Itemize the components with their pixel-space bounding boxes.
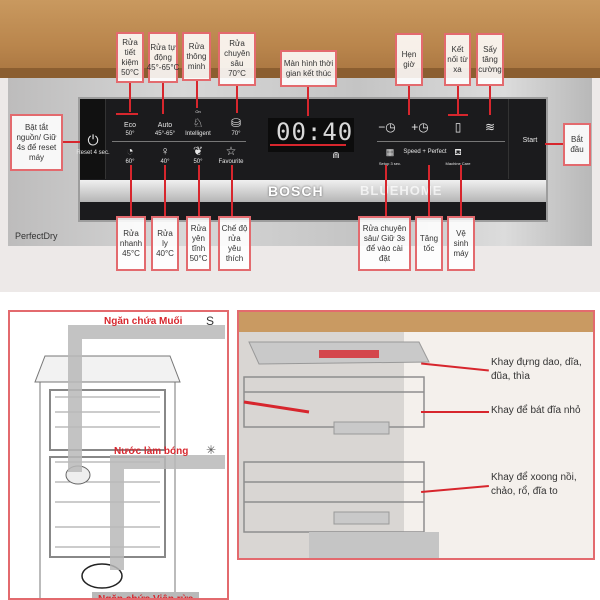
extra-dry-icon[interactable]: ≋ — [484, 120, 496, 134]
glass-icon[interactable]: ♀ — [160, 144, 170, 158]
program-eco[interactable]: Eco — [123, 122, 137, 129]
callout-speed: Tăng tốc — [415, 216, 443, 271]
remote-icon[interactable]: ▯ — [454, 120, 462, 134]
perfectdry-label: PerfectDry — [15, 231, 58, 241]
bosch-logo: BOSCH — [268, 183, 324, 199]
callout-intelligent: Rửa thông minh — [182, 32, 211, 81]
callout-line — [457, 85, 459, 115]
program-intensive: 70° — [231, 131, 241, 137]
watermark: BLUEHOME — [360, 183, 443, 198]
callout-line — [196, 80, 198, 108]
racks-photo: Khay đựng dao, dĩa, đũa, thìa Khay để bá… — [237, 310, 595, 560]
salt-icon: S — [206, 314, 215, 328]
countertop — [239, 312, 593, 332]
display-time: 00:40 — [276, 118, 354, 146]
start-button[interactable]: Start — [522, 137, 538, 144]
divider — [377, 141, 505, 142]
pot-icon[interactable]: ⛁ — [230, 116, 242, 130]
callout-line — [198, 165, 200, 217]
speed-perfect-button[interactable]: Speed + Perfect — [403, 149, 447, 155]
rack-middle-label: Khay để bát đĩa nhỏ — [491, 405, 581, 416]
display-underline — [270, 144, 346, 146]
tablet-label: Ngăn chứa Viên rửa — [92, 592, 200, 598]
salt-label: Ngăn chứa Muối — [104, 316, 183, 327]
program-favourite: Favourite — [218, 159, 244, 165]
timer-plus-button[interactable]: +◷ — [411, 120, 429, 134]
quick-icon[interactable]: ◔ — [126, 144, 134, 158]
power-label: Reset 4 sec. — [76, 150, 110, 156]
callout-line — [231, 165, 233, 217]
dishwasher-drawing — [34, 325, 225, 598]
remote-indicator — [448, 114, 468, 116]
callout-silence: Rửa yên tĩnh 50°C — [186, 216, 211, 271]
callout-remote: Kết nối từ xa — [444, 33, 471, 86]
star-icon[interactable]: ☆ — [225, 144, 237, 158]
callout-line — [130, 165, 132, 217]
callout-line — [162, 82, 164, 114]
program-auto-temp: 45°-65° — [154, 131, 176, 137]
divider — [112, 141, 246, 142]
program-auto[interactable]: Auto — [157, 122, 173, 129]
callout-dry: Sấy tăng cường — [476, 33, 504, 86]
rinse-aid-icon: ✳ — [206, 443, 217, 457]
intelligent-on: On — [195, 109, 201, 114]
time-display — [268, 118, 354, 152]
dishwasher-diagram: Ngăn chứa Muối S Nước làm bóng ✳ Ngăn ch… — [8, 310, 229, 600]
callout-line — [129, 82, 131, 112]
callout-line — [460, 165, 462, 217]
timer-minus-button[interactable]: −◷ — [378, 120, 396, 134]
callout-quick: Rửa nhanh 45°C — [116, 216, 146, 271]
callout-line — [428, 165, 430, 217]
machine-care-icon: ⛾ — [454, 147, 462, 157]
setup-button[interactable]: Setup 3 sec. — [378, 161, 402, 166]
callout-line — [164, 165, 166, 217]
power-section — [80, 99, 106, 179]
cabinet — [399, 332, 593, 558]
setup-icon: ▦ — [385, 147, 395, 157]
callout-line — [408, 85, 410, 115]
rack-bottom-label: Khay để xoong nồi, chảo, rổ, đĩa to — [491, 472, 577, 497]
program-intelligent: Intelligent — [185, 131, 211, 137]
callout-line — [385, 165, 387, 217]
callout-care: Vệ sinh máy — [447, 216, 475, 271]
power-icon[interactable]: ⏻ — [87, 132, 99, 148]
callout-power: Bật tắt nguồn/ Giữ 4s để reset máy — [10, 114, 63, 171]
callout-timer: Hẹn giờ — [395, 33, 423, 86]
callout-line — [236, 85, 238, 113]
callout-setup: Rửa chuyên sâu/ Giữ 3s để vào cài đặt — [358, 216, 411, 271]
callout-intensive: Rửa chuyên sâu 70°C — [218, 32, 256, 86]
program-silence: 50° — [193, 159, 203, 165]
machine-care-button[interactable]: Machine Care — [445, 161, 471, 166]
callout-line — [307, 86, 309, 116]
program-eco-temp: 50° — [125, 131, 135, 137]
wifi-icon: ⋒ — [332, 150, 340, 160]
callout-line — [545, 143, 564, 145]
rinse-aid-label: Nước làm bóng — [114, 446, 189, 457]
callout-auto: Rửa tự động 45°-65°C — [147, 32, 179, 83]
eco-indicator — [116, 113, 138, 115]
divider — [508, 99, 509, 179]
rack-top-label: Khay đựng dao, dĩa, đũa, thìa — [491, 357, 582, 382]
callout-display: Màn hình thời gian kết thúc — [280, 50, 337, 87]
program-glass: 40° — [160, 159, 170, 165]
program-quick: 60° — [125, 159, 135, 165]
silence-icon[interactable]: ❦ — [192, 144, 204, 158]
callout-favourite: Chế độ rửa yêu thích — [218, 216, 251, 271]
control-panel-photo: ⏻ Reset 4 sec. Eco 50° Auto 45°-65° On ♘… — [0, 0, 600, 292]
intelligent-icon[interactable]: ♘ — [192, 116, 204, 130]
callout-start: Bắt đầu — [563, 123, 591, 166]
callout-glass: Rửa ly 40°C — [151, 216, 179, 271]
arrow-middle — [421, 411, 489, 413]
callout-eco: Rửa tiết kiệm 50°C — [116, 32, 144, 83]
callout-line — [489, 85, 491, 115]
racks-drawing — [239, 332, 439, 558]
callout-line — [62, 141, 80, 143]
